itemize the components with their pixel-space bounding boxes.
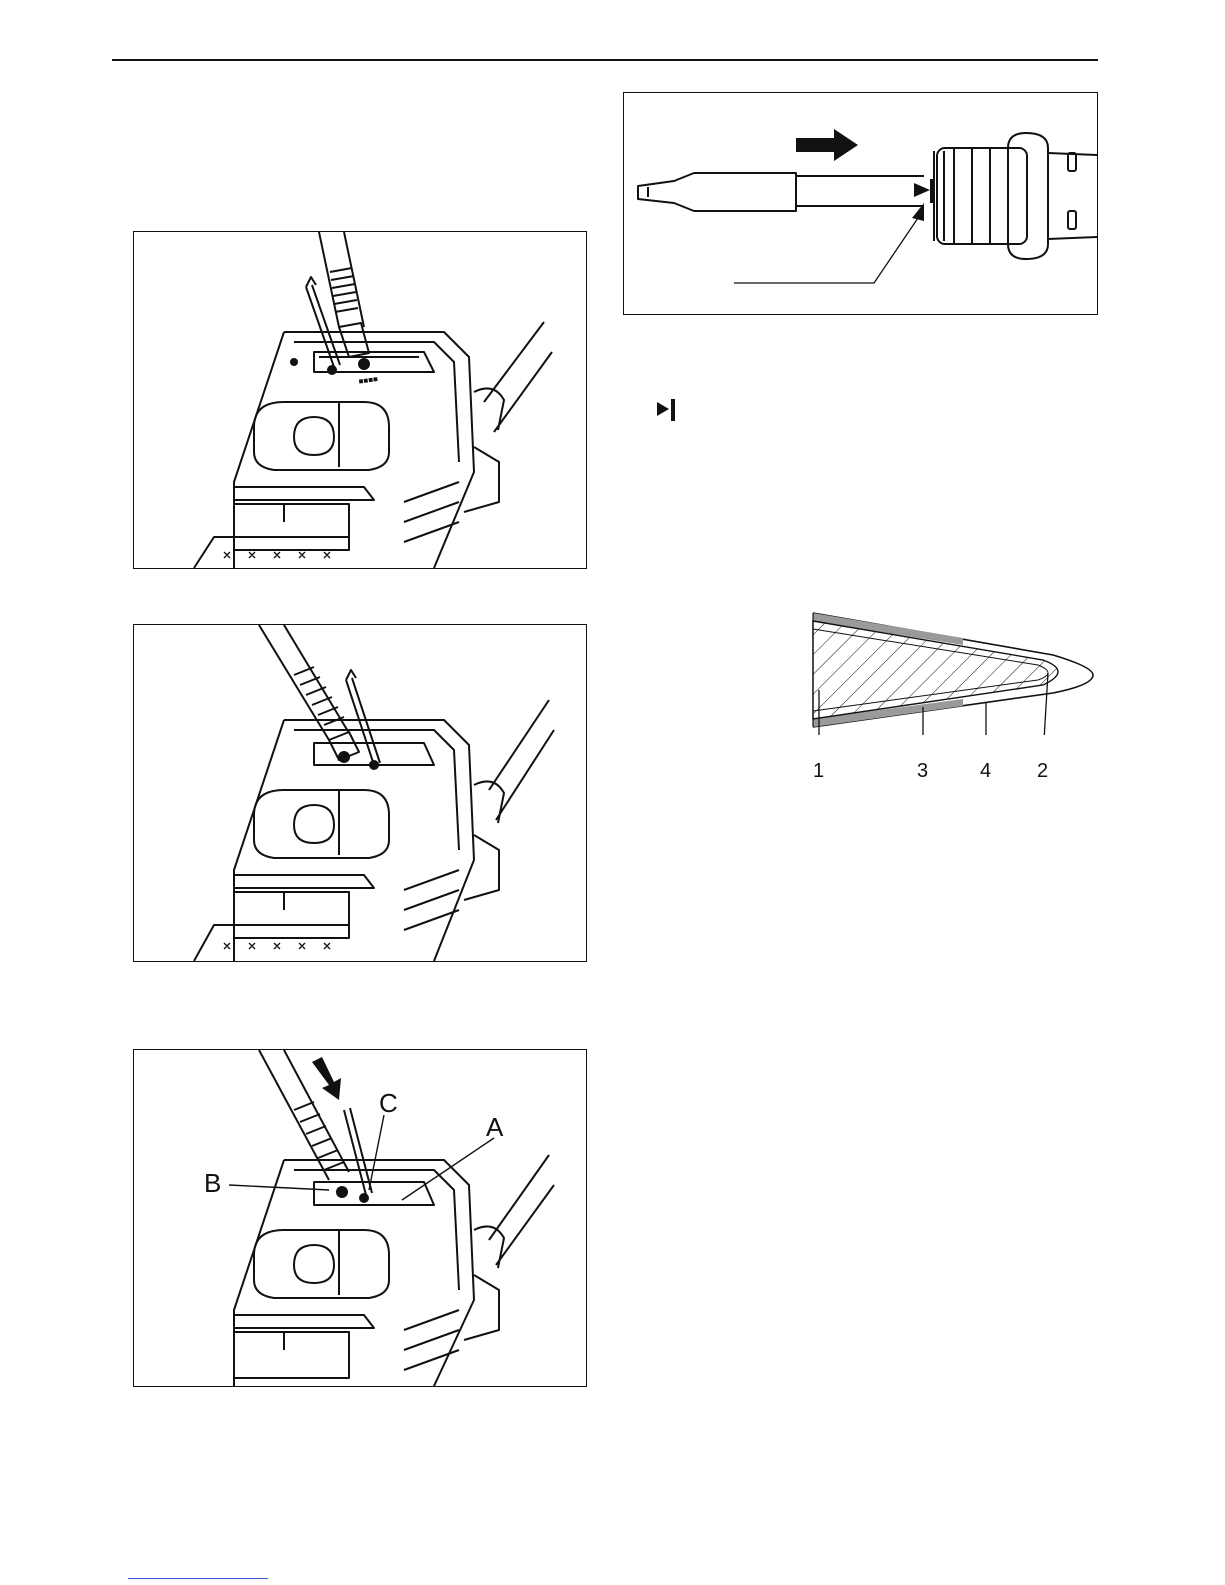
footer-link-underline[interactable] (128, 1578, 268, 1579)
stop-marker-icon (653, 397, 681, 423)
figure-station-top: ■■■■ (133, 231, 587, 569)
figure-station-bottom: C A B (133, 1049, 587, 1387)
callout-a: A (486, 1112, 503, 1143)
figure-tip-insertion (623, 92, 1098, 315)
push-direction-arrow-icon (796, 129, 858, 161)
callout-b: B (204, 1168, 221, 1199)
section-label-3: 3 (917, 760, 928, 783)
tip-cross-section (803, 605, 1103, 735)
station-illustration-2 (134, 625, 586, 961)
section-label-1: 1 (813, 760, 824, 783)
tip-insertion-illustration (624, 93, 1097, 314)
station-illustration-1: ■■■■ (134, 232, 586, 568)
section-label-4: 4 (980, 760, 991, 783)
callout-c: C (379, 1088, 398, 1119)
svg-text:■■■■: ■■■■ (358, 374, 379, 386)
figure-station-middle (133, 624, 587, 962)
section-label-2: 2 (1037, 760, 1048, 783)
station-illustration-3 (134, 1050, 586, 1386)
header-rule (112, 59, 1098, 61)
